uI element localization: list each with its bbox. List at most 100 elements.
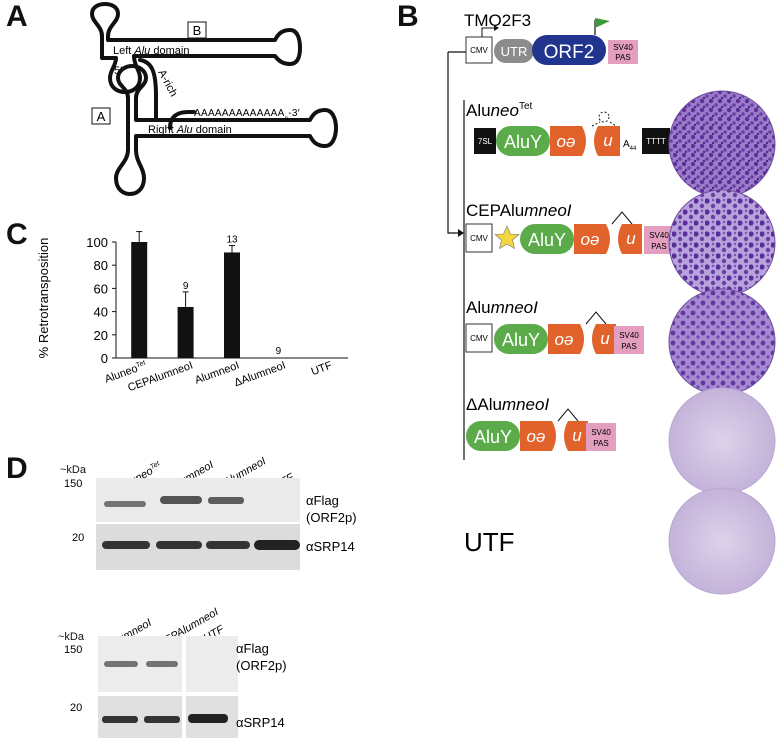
tail-curve (168, 110, 196, 130)
bottom-marker-20: 20 (70, 702, 82, 714)
construct2-pas-text1: SV40 (649, 231, 669, 240)
plate-delta-alumneoi (668, 387, 776, 495)
bottom-flag-membrane-right (186, 636, 238, 692)
tmo-utr-label: UTR (501, 44, 528, 59)
construct2-aluy-label: AluY (528, 230, 566, 250)
top-marker-150: 150 (64, 478, 82, 490)
a-rich-linker (138, 58, 158, 120)
right-domain-label: Right Alu domain (148, 124, 232, 136)
bar (177, 306, 194, 358)
construct3-u-label: u (600, 329, 610, 348)
construct3-name: AlumneoI (466, 298, 538, 317)
construct1-name: AluneoTet (466, 101, 533, 120)
construct3-oe (548, 324, 584, 354)
box-b-label: B (193, 23, 202, 38)
construct4-pas-text2: PAS (593, 439, 608, 448)
construct3-aluy (494, 324, 548, 354)
top-blot: AluneoTet AlumneoI ΔAlumneoI UTF 150 20 … (64, 455, 357, 570)
construct2-aluy (520, 224, 574, 254)
bottom-flag-label: αFlag (236, 641, 269, 656)
plate-aluneo-tet (668, 90, 776, 198)
y-tick-label: 100 (86, 235, 108, 250)
top-marker-20: 20 (72, 532, 84, 544)
tmo-orf2-shape (532, 35, 606, 65)
five-prime-label: 5′ (114, 65, 122, 77)
construct2-u (618, 224, 642, 254)
construct2-oe (574, 224, 610, 254)
construct3-pas-box (614, 326, 644, 354)
n-label: 13 (226, 234, 238, 245)
y-tick-label: 20 (94, 328, 108, 343)
construct1-term-label: TTTT (646, 137, 666, 146)
construct1-oe-label: oə (557, 132, 576, 151)
poly-a-label: AAAAAAAAAAAAAn-3′ (194, 108, 300, 122)
construct3-oe-label: oə (555, 330, 574, 349)
flag-tag-icon (595, 18, 610, 28)
left-domain-label: Left Alu domain (113, 45, 189, 57)
construct4-u-label: u (572, 426, 582, 445)
tmo-name: TMO2F3 (464, 11, 531, 30)
a-rich-label: A-rich (155, 68, 179, 99)
x-tick-label: ΔAlumneoI (233, 360, 288, 390)
bottom-marker-150: 150 (64, 644, 82, 656)
construct4-aluy-label: AluY (474, 427, 512, 447)
construct4-u (564, 421, 588, 451)
tmo-cmv-label: CMV (470, 46, 488, 55)
construct1-aluy-label: AluY (504, 132, 542, 152)
construct1-u-label: u (603, 131, 613, 150)
n-label: 9 (276, 346, 282, 357)
construct3-u (592, 324, 616, 354)
construct1-tail: A44 (623, 139, 637, 152)
kda-label-top: ~kDa (60, 464, 86, 476)
construct3-pas-text2: PAS (621, 342, 636, 351)
tmo-utr-shape (494, 39, 534, 63)
x-tick-label: UTF (310, 359, 334, 378)
construct1-oe (550, 126, 586, 156)
construct-diagrams: TMO2F3 CMV UTR ORF2 SV40 PAS AluneoTet 7… (447, 11, 776, 595)
construct1-u (594, 126, 620, 156)
box-a-label: A (97, 109, 106, 124)
y-tick-label: 80 (94, 258, 108, 273)
tmo-pas-text2: PAS (615, 53, 630, 62)
star-icon (494, 225, 520, 250)
construct2-name: CEPAlumneoI (466, 201, 572, 220)
construct1-7sl-label: 7SL (478, 137, 493, 146)
panel-label-a: A (6, 0, 28, 33)
construct1-7sl-box (474, 128, 496, 154)
tmo-pas-box (608, 40, 638, 64)
tmo-orf2-label: ORF2 (544, 42, 595, 63)
construct3-cmv-label: CMV (470, 334, 488, 343)
n-label: 9 (183, 281, 189, 292)
construct1-dashed-circle (598, 111, 610, 123)
utf-label: UTF (464, 527, 515, 557)
construct3-pas-text1: SV40 (619, 331, 639, 340)
construct3-cmv-box (465, 323, 493, 353)
construct3-aluy-label: AluY (502, 330, 540, 350)
plate-utf (668, 487, 776, 595)
construct2-pas-text2: PAS (651, 242, 666, 251)
panel-label-c: C (6, 218, 28, 251)
bottom-blot: AlumneoI CEPAlumneoI UTF 150 20 αFlag (O… (64, 606, 287, 738)
construct2-cmv-box (465, 223, 493, 253)
bottom-orf2p-label: (ORF2p) (236, 658, 287, 673)
tmo-pas-text1: SV40 (613, 43, 633, 52)
construct4-pas-text1: SV40 (591, 428, 611, 437)
construct2-oe-label: oə (581, 230, 600, 249)
y-axis-label: % Retrotransposition (36, 238, 51, 359)
y-tick-label: 40 (94, 305, 108, 320)
top-orf2p-label: (ORF2p) (306, 510, 357, 525)
construct2-u-label: u (626, 229, 636, 248)
y-tick-label: 60 (94, 281, 108, 296)
bottom-srp14-label: αSRP14 (236, 715, 285, 730)
alu-structure-diagram: B A Left Alu domain Right Alu domain 5′ … (90, 2, 338, 196)
construct4-aluy (466, 421, 520, 451)
construct1-aluy (496, 126, 550, 156)
plate-alumneoi (668, 288, 776, 396)
kda-label-bottom: ~kDa (58, 631, 84, 643)
panel-label-b: B (397, 0, 419, 33)
plate-cepalumneoi (668, 189, 776, 297)
top-flag-label: αFlag (306, 493, 339, 508)
construct4-pas-box (586, 423, 616, 451)
tmo-cmv-box (465, 36, 493, 64)
